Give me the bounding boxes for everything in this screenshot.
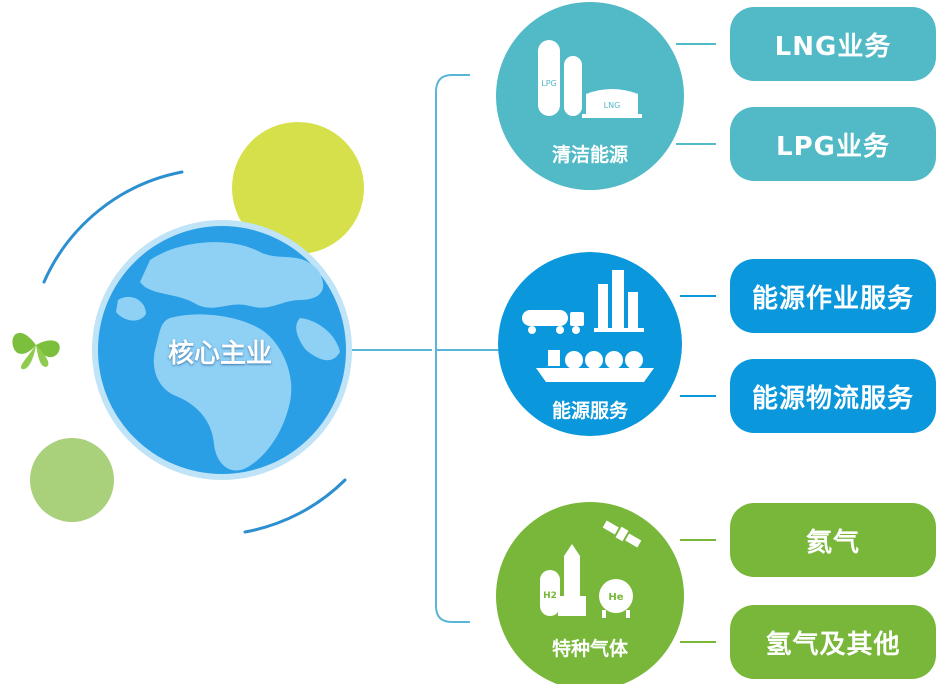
business-pill-lpg: LPG业务	[730, 107, 936, 181]
business-pill-energy-operations: 能源作业服务	[730, 259, 936, 333]
lng-text: LNG	[604, 101, 621, 110]
business-pill-hydrogen: 氢气及其他	[730, 605, 936, 679]
connector-bracket	[435, 74, 470, 623]
category-label-clean-energy: 清洁能源	[551, 144, 628, 166]
rocket-icon	[558, 544, 586, 616]
business-label-helium: 氦气	[805, 527, 860, 558]
decor-arc-bottom	[243, 478, 347, 534]
butterfly-icon	[12, 332, 60, 370]
lpg-text: LPG	[541, 79, 556, 88]
core-business-label: 核心主业	[167, 339, 272, 369]
business-label-energy-operations: 能源作业服务	[751, 283, 914, 314]
he-tank-icon: He	[599, 579, 633, 618]
business-label-energy-logistics: 能源物流服务	[751, 383, 914, 414]
business-label-hydrogen: 氢气及其他	[765, 629, 901, 660]
decor-arc-top	[42, 170, 184, 284]
yellow-bubble	[232, 122, 364, 254]
refinery-icon	[594, 270, 644, 332]
category-label-energy-services: 能源服务	[551, 400, 628, 422]
category-circle-specialty-gas	[496, 502, 684, 684]
green-bubble	[30, 438, 114, 522]
lng-tank-icon: LNG	[582, 89, 642, 118]
lpg-tank-icon: LPG	[538, 40, 582, 116]
business-pill-energy-logistics: 能源物流服务	[730, 359, 936, 433]
satellite-icon	[602, 520, 642, 548]
h2-text: H2	[543, 591, 557, 601]
globe	[92, 220, 352, 480]
business-label-lpg: LPG业务	[776, 131, 890, 162]
business-pill-lng: LNG业务	[730, 7, 936, 81]
category-label-specialty-gas: 特种气体	[551, 638, 628, 660]
he-text: He	[608, 592, 623, 603]
h2-tank-icon: H2	[540, 570, 560, 616]
business-pill-helium: 氦气	[730, 503, 936, 577]
lng-ship-icon	[536, 350, 654, 382]
tanker-truck-icon	[522, 310, 584, 334]
business-label-lng: LNG业务	[774, 31, 892, 62]
